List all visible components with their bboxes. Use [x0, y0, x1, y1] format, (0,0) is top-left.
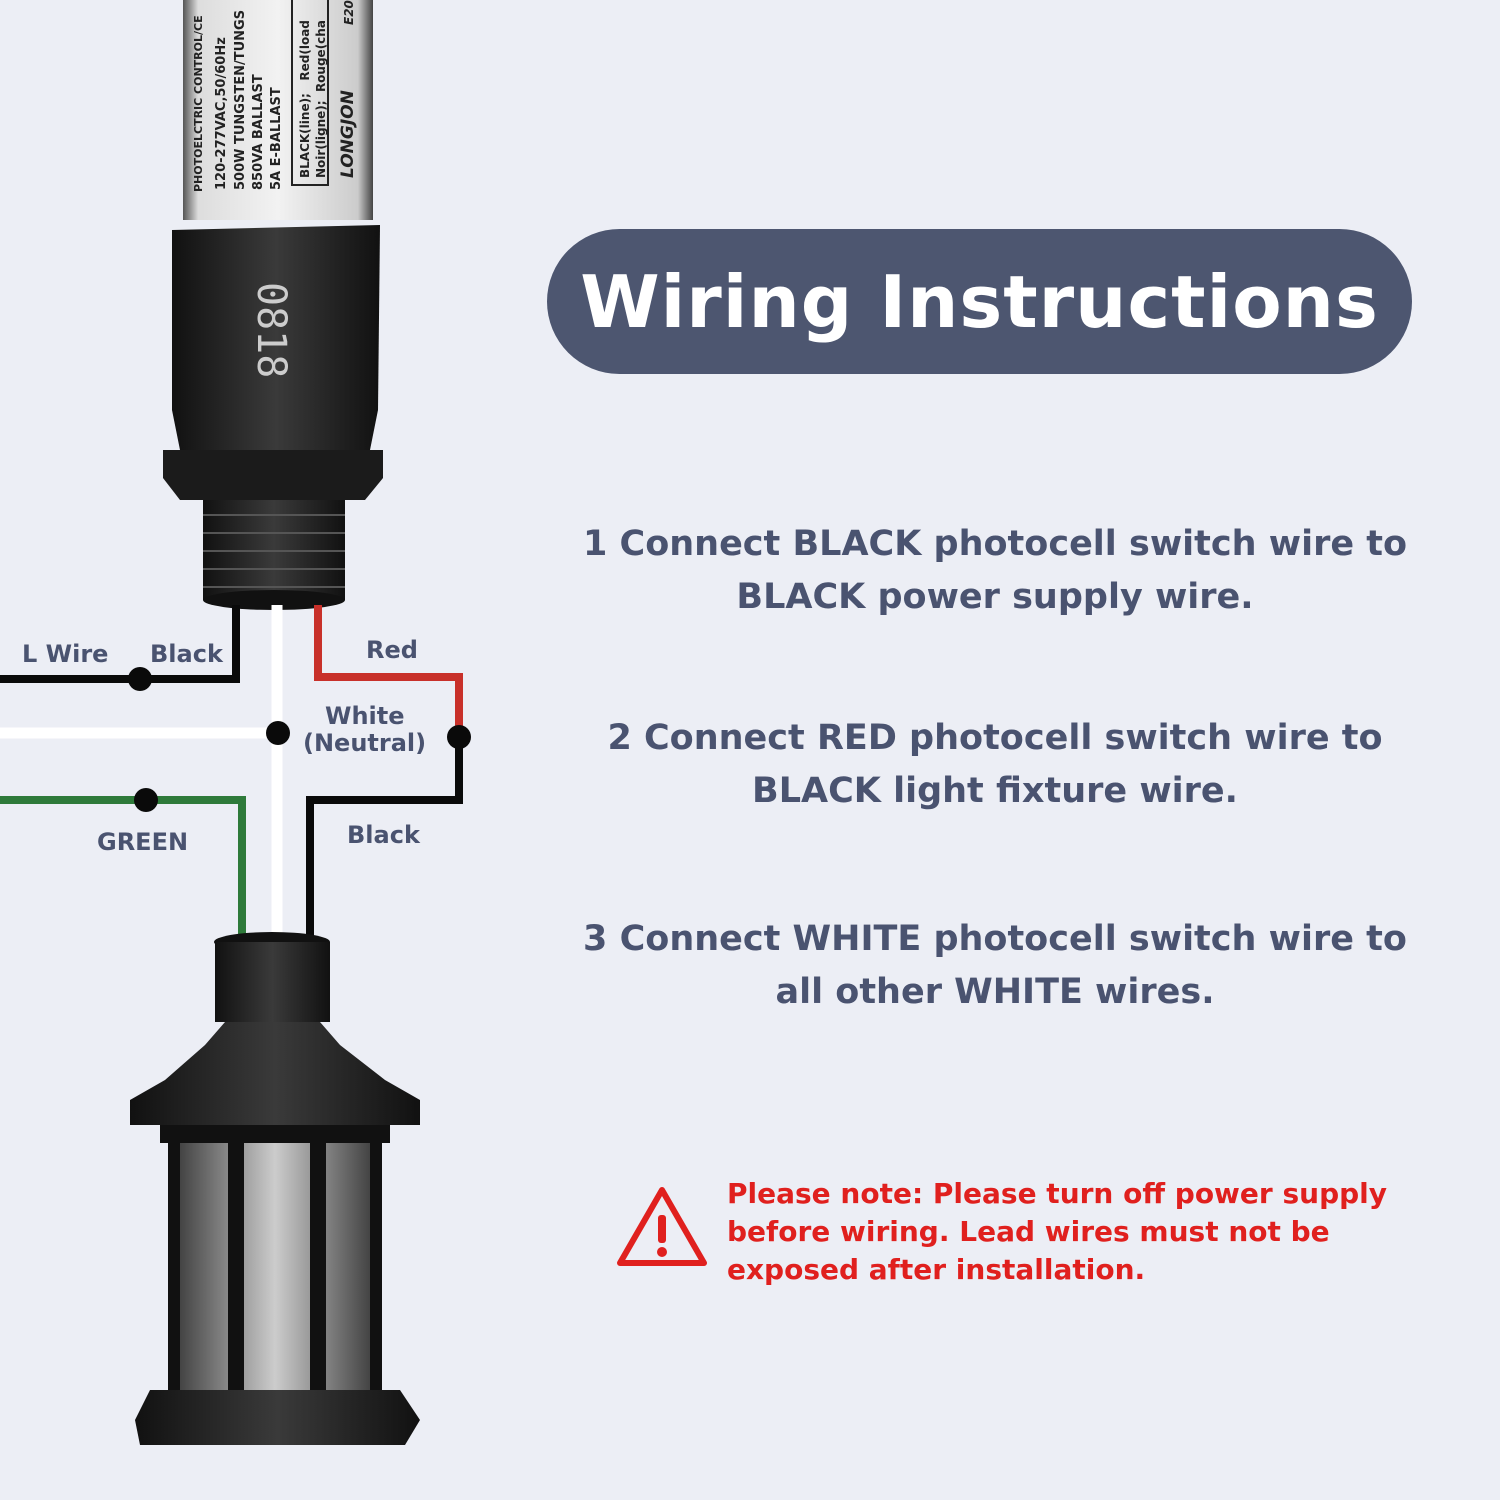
brand-logo: LONGJON	[338, 90, 358, 178]
junction-dot	[128, 667, 152, 691]
step-text: BLACK light fixture wire.	[752, 771, 1238, 811]
step-3: 3 Connect WHITE photocell switch wire to…	[560, 913, 1430, 1019]
label-line: 120-277VAC,50/60Hz	[214, 37, 229, 190]
wire-black-load	[306, 737, 463, 940]
title-banner: Wiring Instructions	[547, 229, 1412, 374]
label-line: Noir(ligne); Rouge(cha	[314, 20, 328, 178]
label-black-load: Black	[347, 821, 421, 849]
wire-green	[0, 796, 246, 940]
junction-dot	[266, 721, 290, 745]
model-code: E20	[342, 0, 356, 25]
label-neutral: (Neutral)	[303, 729, 426, 757]
step-text: all other WHITE wires.	[775, 972, 1215, 1012]
wires	[0, 605, 463, 940]
step-text: 3 Connect WHITE photocell switch wire to	[583, 919, 1407, 959]
step-text: 2 Connect RED photocell switch wire to	[607, 718, 1383, 758]
photocell-cap	[183, 0, 373, 220]
label-line: PHOTOELCTRIC CONTROL/CE	[192, 15, 205, 192]
label-white: White	[325, 702, 405, 730]
label-red: Red	[366, 636, 418, 664]
warning-note: Please note: Please turn off power suppl…	[615, 1175, 1387, 1289]
photocell-body	[172, 225, 380, 450]
warning-triangle-icon	[617, 1187, 707, 1266]
step-text: 1 Connect BLACK photocell switch wire to	[582, 524, 1408, 564]
label-l-wire: L Wire	[22, 640, 108, 668]
label-line: 5A E-BALLAST	[269, 87, 284, 190]
wire-red	[314, 605, 463, 737]
step-2: 2 Connect RED photocell switch wire to B…	[560, 712, 1430, 818]
wire-black-line	[0, 605, 240, 683]
warning-text: Please note: Please turn off power suppl…	[727, 1177, 1388, 1286]
label-line: 500W TUNGSTEN/TUNGS	[233, 10, 248, 190]
label-line: BLACK(line); Red(load	[298, 20, 312, 178]
junction-dot	[447, 725, 471, 749]
hex-nut	[163, 450, 383, 500]
step-text: BLACK power supply wire.	[736, 577, 1254, 617]
page-title: Wiring Instructions	[580, 259, 1379, 344]
light-fixture-lantern	[130, 932, 420, 1445]
label-green: GREEN	[97, 828, 188, 856]
step-1: 1 Connect BLACK photocell switch wire to…	[560, 518, 1430, 624]
label-black-line: Black	[150, 640, 224, 668]
label-line: 850VA BALLAST	[251, 74, 266, 190]
body-number: 0818	[248, 282, 294, 378]
junction-dot	[134, 788, 158, 812]
photocell-label: PHOTOELCTRIC CONTROL/CE 120-277VAC,50/60…	[192, 0, 358, 192]
photocell-sensor: PHOTOELCTRIC CONTROL/CE 120-277VAC,50/60…	[163, 0, 383, 610]
